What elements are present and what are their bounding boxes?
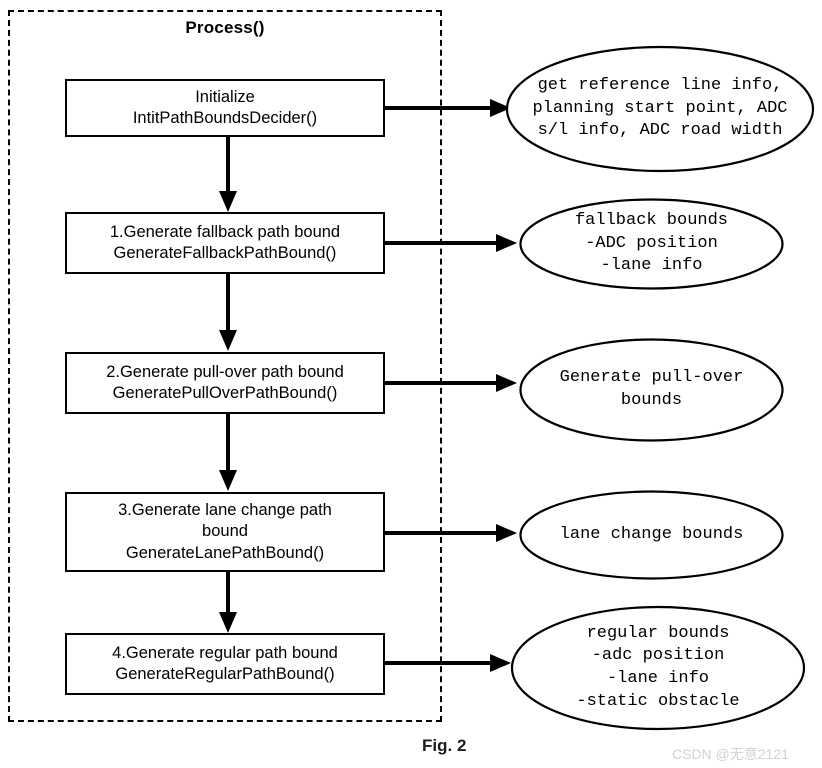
step-line-2: IntitPathBoundsDecider() [132,109,318,127]
arrow-initialize-to-output [385,99,511,117]
process-group-title: Process() [185,18,265,37]
step-line-2: GeneratePullOverPathBound() [112,384,338,402]
figure-caption: Fig. 2 [422,736,467,755]
step-line-1: Initialize [195,87,255,106]
ellipse-shape [519,198,784,290]
output-line-1: fallback bounds [574,211,729,231]
output-bubble-pull-over: Generate pull-over bounds [519,338,784,442]
step-line-2: GenerateRegularPathBound() [115,665,335,683]
arrow-regular-to-output [385,654,511,672]
output-bubble-regular: regular bounds -adc position -lane info … [510,605,806,731]
output-line-2: -ADC position [585,233,718,253]
arrow-fallback-to-output [385,234,517,252]
output-line-3: -lane info [600,256,703,276]
output-line-4: -static obstacle [576,691,740,711]
step-box-initialize[interactable]: Initialize IntitPathBoundsDecider() [65,79,385,137]
arrow-pull-over-to-output [385,374,517,392]
process-group-border [8,10,442,722]
arrow-lane-change-to-output [385,524,517,542]
step-line-1: 3.Generate lane change path [118,501,332,520]
output-line-2: bounds [620,391,683,410]
step-line-3: GenerateLanePathBound() [125,543,325,562]
arrow-initialize-to-fallback [219,136,237,212]
output-bubble-text: Generate pull-over bounds [560,367,744,412]
ellipse-shape [505,45,815,173]
output-line-1: regular bounds [586,623,730,643]
arrow-pull-over-to-lane-change [219,413,237,491]
output-bubble-text: regular bounds -adc position -lane info … [576,623,739,713]
output-line-1: get reference line info, [537,76,783,96]
output-bubble-initialize: get reference line info, planning start … [505,45,815,173]
step-line-2: GenerateFallbackPathBound() [113,244,337,262]
step-line-1: 1.Generate fallback path bound [109,222,341,241]
step-box-pull-over[interactable]: 2.Generate pull-over path bound Generate… [65,352,385,414]
output-bubble-text: fallback bounds -ADC position -lane info [575,210,728,278]
ellipse-shape [510,605,806,731]
output-bubble-text: lane change bounds [560,524,744,547]
step-line-2: bound [202,522,248,541]
output-bubble-fallback: fallback bounds -ADC position -lane info [519,198,784,290]
output-line-2: planning start point, ADC [532,98,788,118]
ellipse-shape [519,338,784,442]
arrow-lane-change-to-regular [219,571,237,633]
output-bubble-lane-change: lane change bounds [519,490,784,580]
output-line-2: -adc position [591,646,725,666]
step-box-lane-change[interactable]: 3.Generate lane change path bound Genera… [65,492,385,572]
output-line-3: s/l info, ADC road width [537,121,783,141]
ellipse-shape [519,490,784,580]
output-line-1: Generate pull-over [559,368,744,388]
step-line-1: 4.Generate regular path bound [112,643,338,662]
output-line-3: -lane info [606,669,709,688]
watermark-text: CSDN @无意2121 [672,746,789,762]
step-box-fallback[interactable]: 1.Generate fallback path bound GenerateF… [65,212,385,274]
output-bubble-text: get reference line info, planning start … [532,75,787,143]
arrow-fallback-to-pull-over [219,273,237,351]
output-line-1: lane change bounds [559,524,744,544]
step-box-regular[interactable]: 4.Generate regular path bound GenerateRe… [65,633,385,695]
step-line-1: 2.Generate pull-over path bound [106,362,344,381]
